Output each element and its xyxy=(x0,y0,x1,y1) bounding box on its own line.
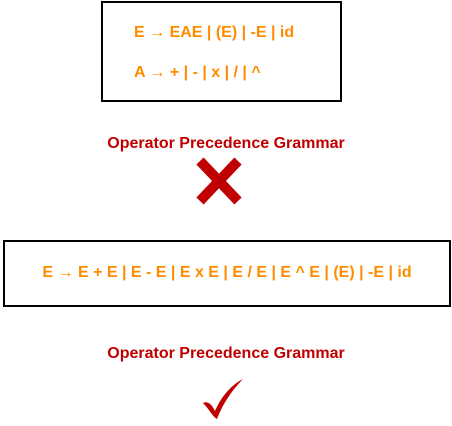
check-icon xyxy=(199,377,247,421)
caption-not-operator-precedence: Operator Precedence Grammar xyxy=(107,135,345,152)
production-rule-e: E → EAE | (E) | -E | id xyxy=(134,24,295,41)
non-operator-grammar-box: E → EAE | (E) | -E | id A → + | - | x | … xyxy=(101,1,342,102)
production-rule-expanded: E → E + E | E - E | E x E | E / E | E ^ … xyxy=(42,264,412,281)
operator-grammar-box: E → E + E | E - E | E x E | E / E | E ^ … xyxy=(3,240,451,307)
production-rule-a: A → + | - | x | / | ^ xyxy=(134,64,261,81)
caption-operator-precedence: Operator Precedence Grammar xyxy=(107,345,345,362)
cross-icon xyxy=(196,157,242,205)
